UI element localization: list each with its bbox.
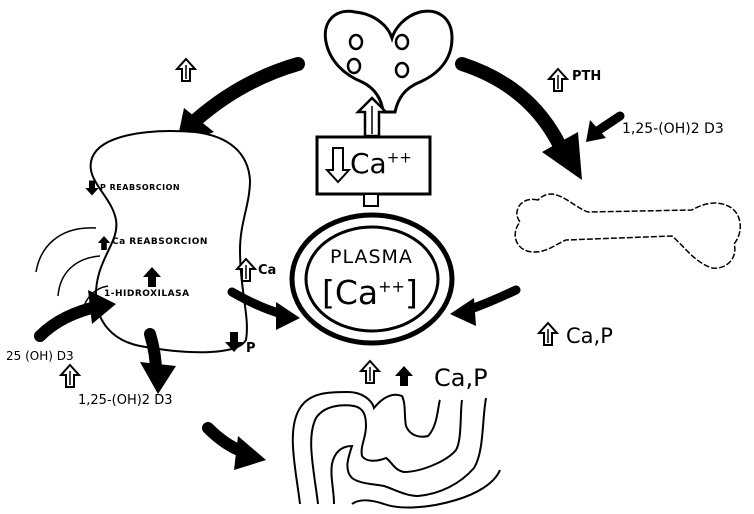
substrate-label: 25 (OH) D3 <box>6 350 74 362</box>
bone-ca-p-label: Ca,P <box>566 326 613 347</box>
curved-arrow-to-bone <box>462 64 560 146</box>
ca-box-label: Ca++ <box>350 150 412 178</box>
parathyroid-gland-icon <box>325 11 452 112</box>
kidney-p-label: P <box>246 342 256 355</box>
plasma-calcium-label: [Ca++] <box>322 276 418 309</box>
plasma-calcium-superscript: ++ <box>378 277 405 296</box>
pth-label: PTH <box>572 70 601 83</box>
plasma-calcium-close: ] <box>405 273 418 312</box>
bone-icon <box>515 194 740 268</box>
bone-vitamin-d-label: 1,25-(OH)2 D3 <box>622 122 724 136</box>
curved-arrow-to-kidney <box>196 64 298 120</box>
hydroxylase-label: 1-HIDROXILASA <box>104 290 190 299</box>
product-label: 1,25-(OH)2 D3 <box>78 394 172 407</box>
ca-box-superscript: ++ <box>387 149 412 167</box>
plasma-calcium-text: [Ca <box>322 273 378 312</box>
kidney-ca-label: Ca <box>258 264 276 277</box>
p-reabsorption-label: P REABSORCION <box>100 184 180 192</box>
up-solid-arrow-icon <box>98 236 111 250</box>
plasma-title: PLASMA <box>330 248 413 267</box>
ca-reabsorption-label: Ca REABSORCION <box>112 238 208 247</box>
gut-ca-p-label: Ca,P <box>434 366 488 390</box>
ca-box-text: Ca <box>350 147 387 180</box>
